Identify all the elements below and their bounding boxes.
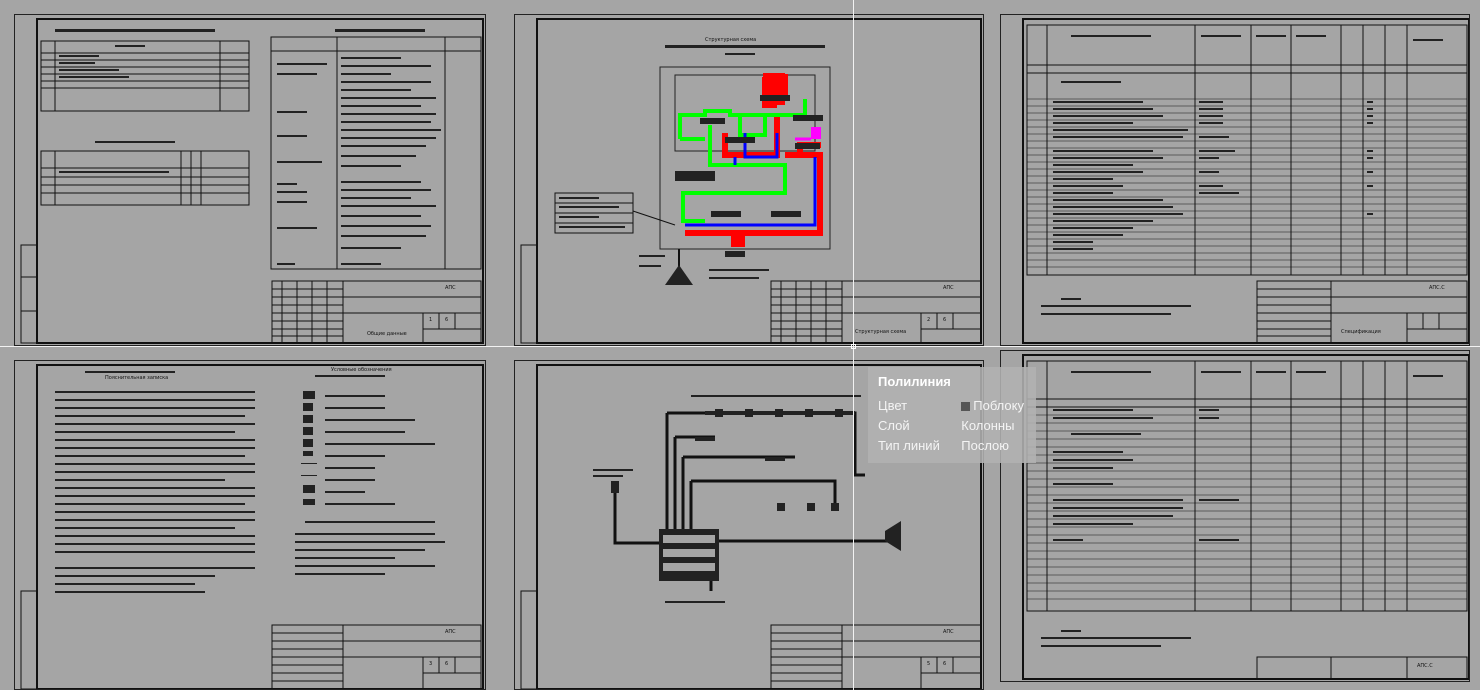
- stamp-sheet-number: 2: [927, 317, 931, 323]
- explanatory-note-graphics: [20, 364, 484, 689]
- stamp-sheet-count: 6: [445, 661, 449, 667]
- color-swatch-icon: [961, 402, 971, 412]
- line-plan-graphics: [520, 364, 982, 689]
- scheme-title: Структурная схема: [705, 37, 757, 43]
- tooltip-value: Колонны: [961, 418, 1015, 433]
- tooltip-value-text: Поблоку: [973, 398, 1024, 413]
- legend-title: Условные обозначения: [331, 367, 392, 373]
- stamp-sheet-count: 6: [943, 661, 947, 667]
- drawing-sheet-specification[interactable]: АПС.С Спецификация: [1000, 14, 1470, 346]
- tooltip-key: Слой: [878, 418, 910, 433]
- structural-scheme-graphics: [520, 18, 982, 344]
- stamp-name: Общие данные: [367, 331, 407, 337]
- note-title: Пояснительная записка: [105, 375, 169, 381]
- drawing-sheet-structural-scheme[interactable]: Структурная схема АПС Структурная схема …: [514, 14, 984, 346]
- stamp-code: АПС: [943, 285, 954, 291]
- tooltip-value: Поблоку: [961, 396, 1026, 416]
- specification-continued-graphics: [1022, 354, 1469, 680]
- stamp-code: АПС.С: [1417, 663, 1433, 669]
- specification-table-graphics: [1022, 18, 1469, 344]
- crosshair-horizontal: [0, 346, 1480, 347]
- stamp-sheet-number: 1: [429, 317, 433, 323]
- stamp-sheet-number: 5: [927, 661, 931, 667]
- stamp-name: Структурная схема: [855, 329, 907, 335]
- drawing-sheet-specification-continued[interactable]: АПС.С: [1000, 350, 1470, 682]
- tooltip-row-linetype: Тип линий Послою: [878, 436, 1026, 456]
- tooltip-key: Цвет: [878, 398, 908, 413]
- stamp-name: Спецификация: [1341, 329, 1381, 335]
- tooltip-value: Послою: [961, 438, 1010, 453]
- stamp-code: АПС: [445, 629, 456, 635]
- pickbox-cursor: [851, 344, 856, 349]
- stamp-code: АПС: [445, 285, 456, 291]
- tooltip-key: Тип линий: [878, 438, 940, 453]
- sheet-general-data-graphics: [20, 18, 484, 344]
- tooltip-row-color: Цвет Поблоку: [878, 396, 1026, 416]
- stamp-code: АПС: [943, 629, 954, 635]
- tooltip-row-layer: Слой Колонны: [878, 416, 1026, 436]
- stamp-sheet-count: 6: [445, 317, 449, 323]
- drawing-sheet-general-data[interactable]: АПС Общие данные 1 6: [14, 14, 486, 346]
- stamp-sheet-count: 6: [943, 317, 947, 323]
- stamp-sheet-number: 3: [429, 661, 433, 667]
- stamp-code: АПС.С: [1429, 285, 1445, 291]
- crosshair-vertical: [853, 0, 854, 690]
- tooltip-title: Полилиния: [878, 374, 951, 389]
- drawing-sheet-explanatory-note[interactable]: Пояснительная записка Условные обозначен…: [14, 360, 486, 690]
- rollover-tooltip: Полилиния Цвет Поблоку Слой Колонны Тип …: [868, 367, 1036, 463]
